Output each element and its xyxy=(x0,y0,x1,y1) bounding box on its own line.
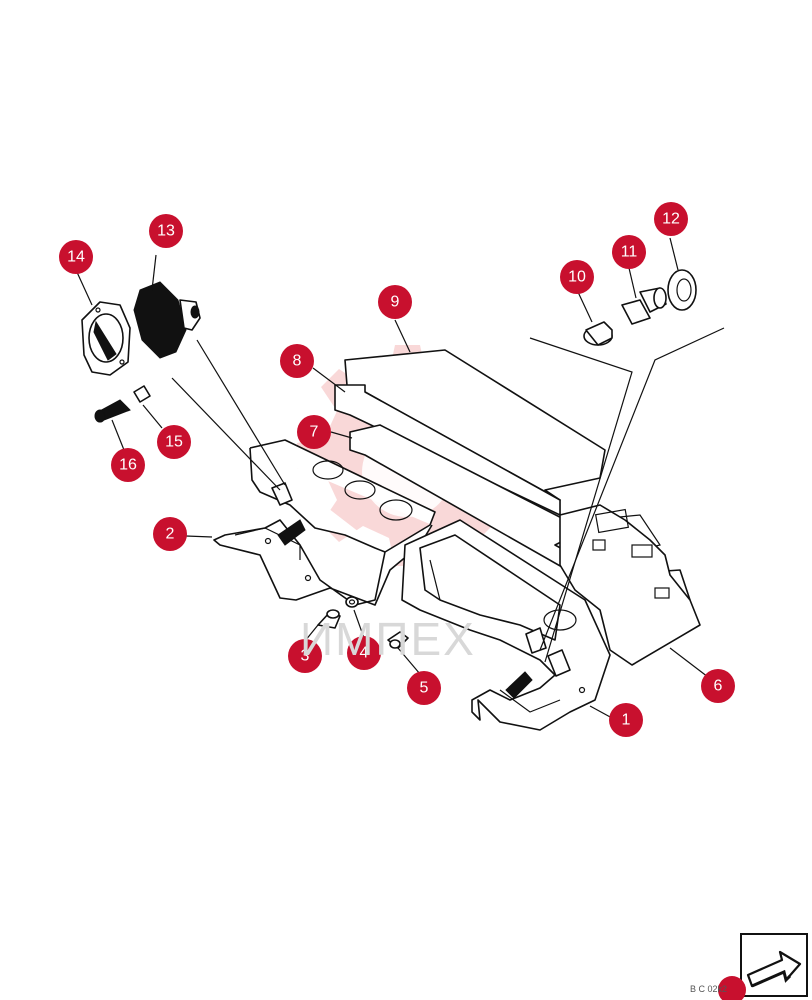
callout-2-label: 2 xyxy=(166,526,175,543)
part-15-clip xyxy=(133,385,151,403)
callout-9: 9 xyxy=(378,285,412,319)
callout-11-label: 11 xyxy=(621,244,638,261)
callout-11: 11 xyxy=(612,235,646,269)
callout-4: 4 xyxy=(347,636,381,670)
callout-15-label: 15 xyxy=(165,434,183,451)
callout-5-label: 5 xyxy=(420,680,429,697)
part-4-washer xyxy=(345,596,359,608)
part-2-floor-bracket xyxy=(213,439,436,606)
part-1-floor-bracket xyxy=(401,519,611,731)
callout-3-label: 3 xyxy=(301,648,310,665)
reference-badge xyxy=(718,976,746,1000)
part-16-screw xyxy=(94,399,131,423)
callout-9-label: 9 xyxy=(391,294,400,311)
callout-2: 2 xyxy=(153,517,187,551)
part-8-seal-strip xyxy=(334,384,561,516)
callout-14-label: 14 xyxy=(67,249,85,266)
callout-10: 10 xyxy=(560,260,594,294)
part-10-plug xyxy=(583,321,613,346)
callout-4-label: 4 xyxy=(360,645,369,662)
part-14-flange xyxy=(81,301,131,376)
callout-12: 12 xyxy=(654,202,688,236)
callout-8-label: 8 xyxy=(293,353,302,370)
callout-16: 16 xyxy=(111,448,145,482)
part-6-floor-mat xyxy=(559,504,701,666)
callout-7: 7 xyxy=(297,415,331,449)
next-page-arrow-icon xyxy=(746,950,802,988)
callout-8: 8 xyxy=(280,344,314,378)
callout-6-label: 6 xyxy=(714,678,723,695)
leader-lines xyxy=(75,237,725,719)
callout-6: 6 xyxy=(701,669,735,703)
callout-3: 3 xyxy=(288,639,322,673)
part-5-nut xyxy=(387,631,409,649)
callout-1-label: 1 xyxy=(622,712,631,729)
reference-code: B C 02k2 xyxy=(690,984,728,994)
callout-5: 5 xyxy=(407,671,441,705)
callout-1: 1 xyxy=(609,703,643,737)
callout-10-label: 10 xyxy=(568,269,586,286)
callout-14: 14 xyxy=(59,240,93,274)
next-page-button[interactable] xyxy=(740,933,808,997)
callout-15: 15 xyxy=(157,425,191,459)
callout-13-label: 13 xyxy=(157,223,175,240)
part-12-grommet xyxy=(667,269,697,311)
watermark-text: ИМПЕХ xyxy=(300,613,476,665)
part-11-bushing xyxy=(621,287,667,325)
callout-13: 13 xyxy=(149,214,183,248)
callout-7-label: 7 xyxy=(310,424,319,441)
callout-16-label: 16 xyxy=(119,457,137,474)
part-13-cover-cap xyxy=(133,281,201,359)
callout-12-label: 12 xyxy=(662,211,680,228)
part-3-bolt xyxy=(317,609,341,629)
